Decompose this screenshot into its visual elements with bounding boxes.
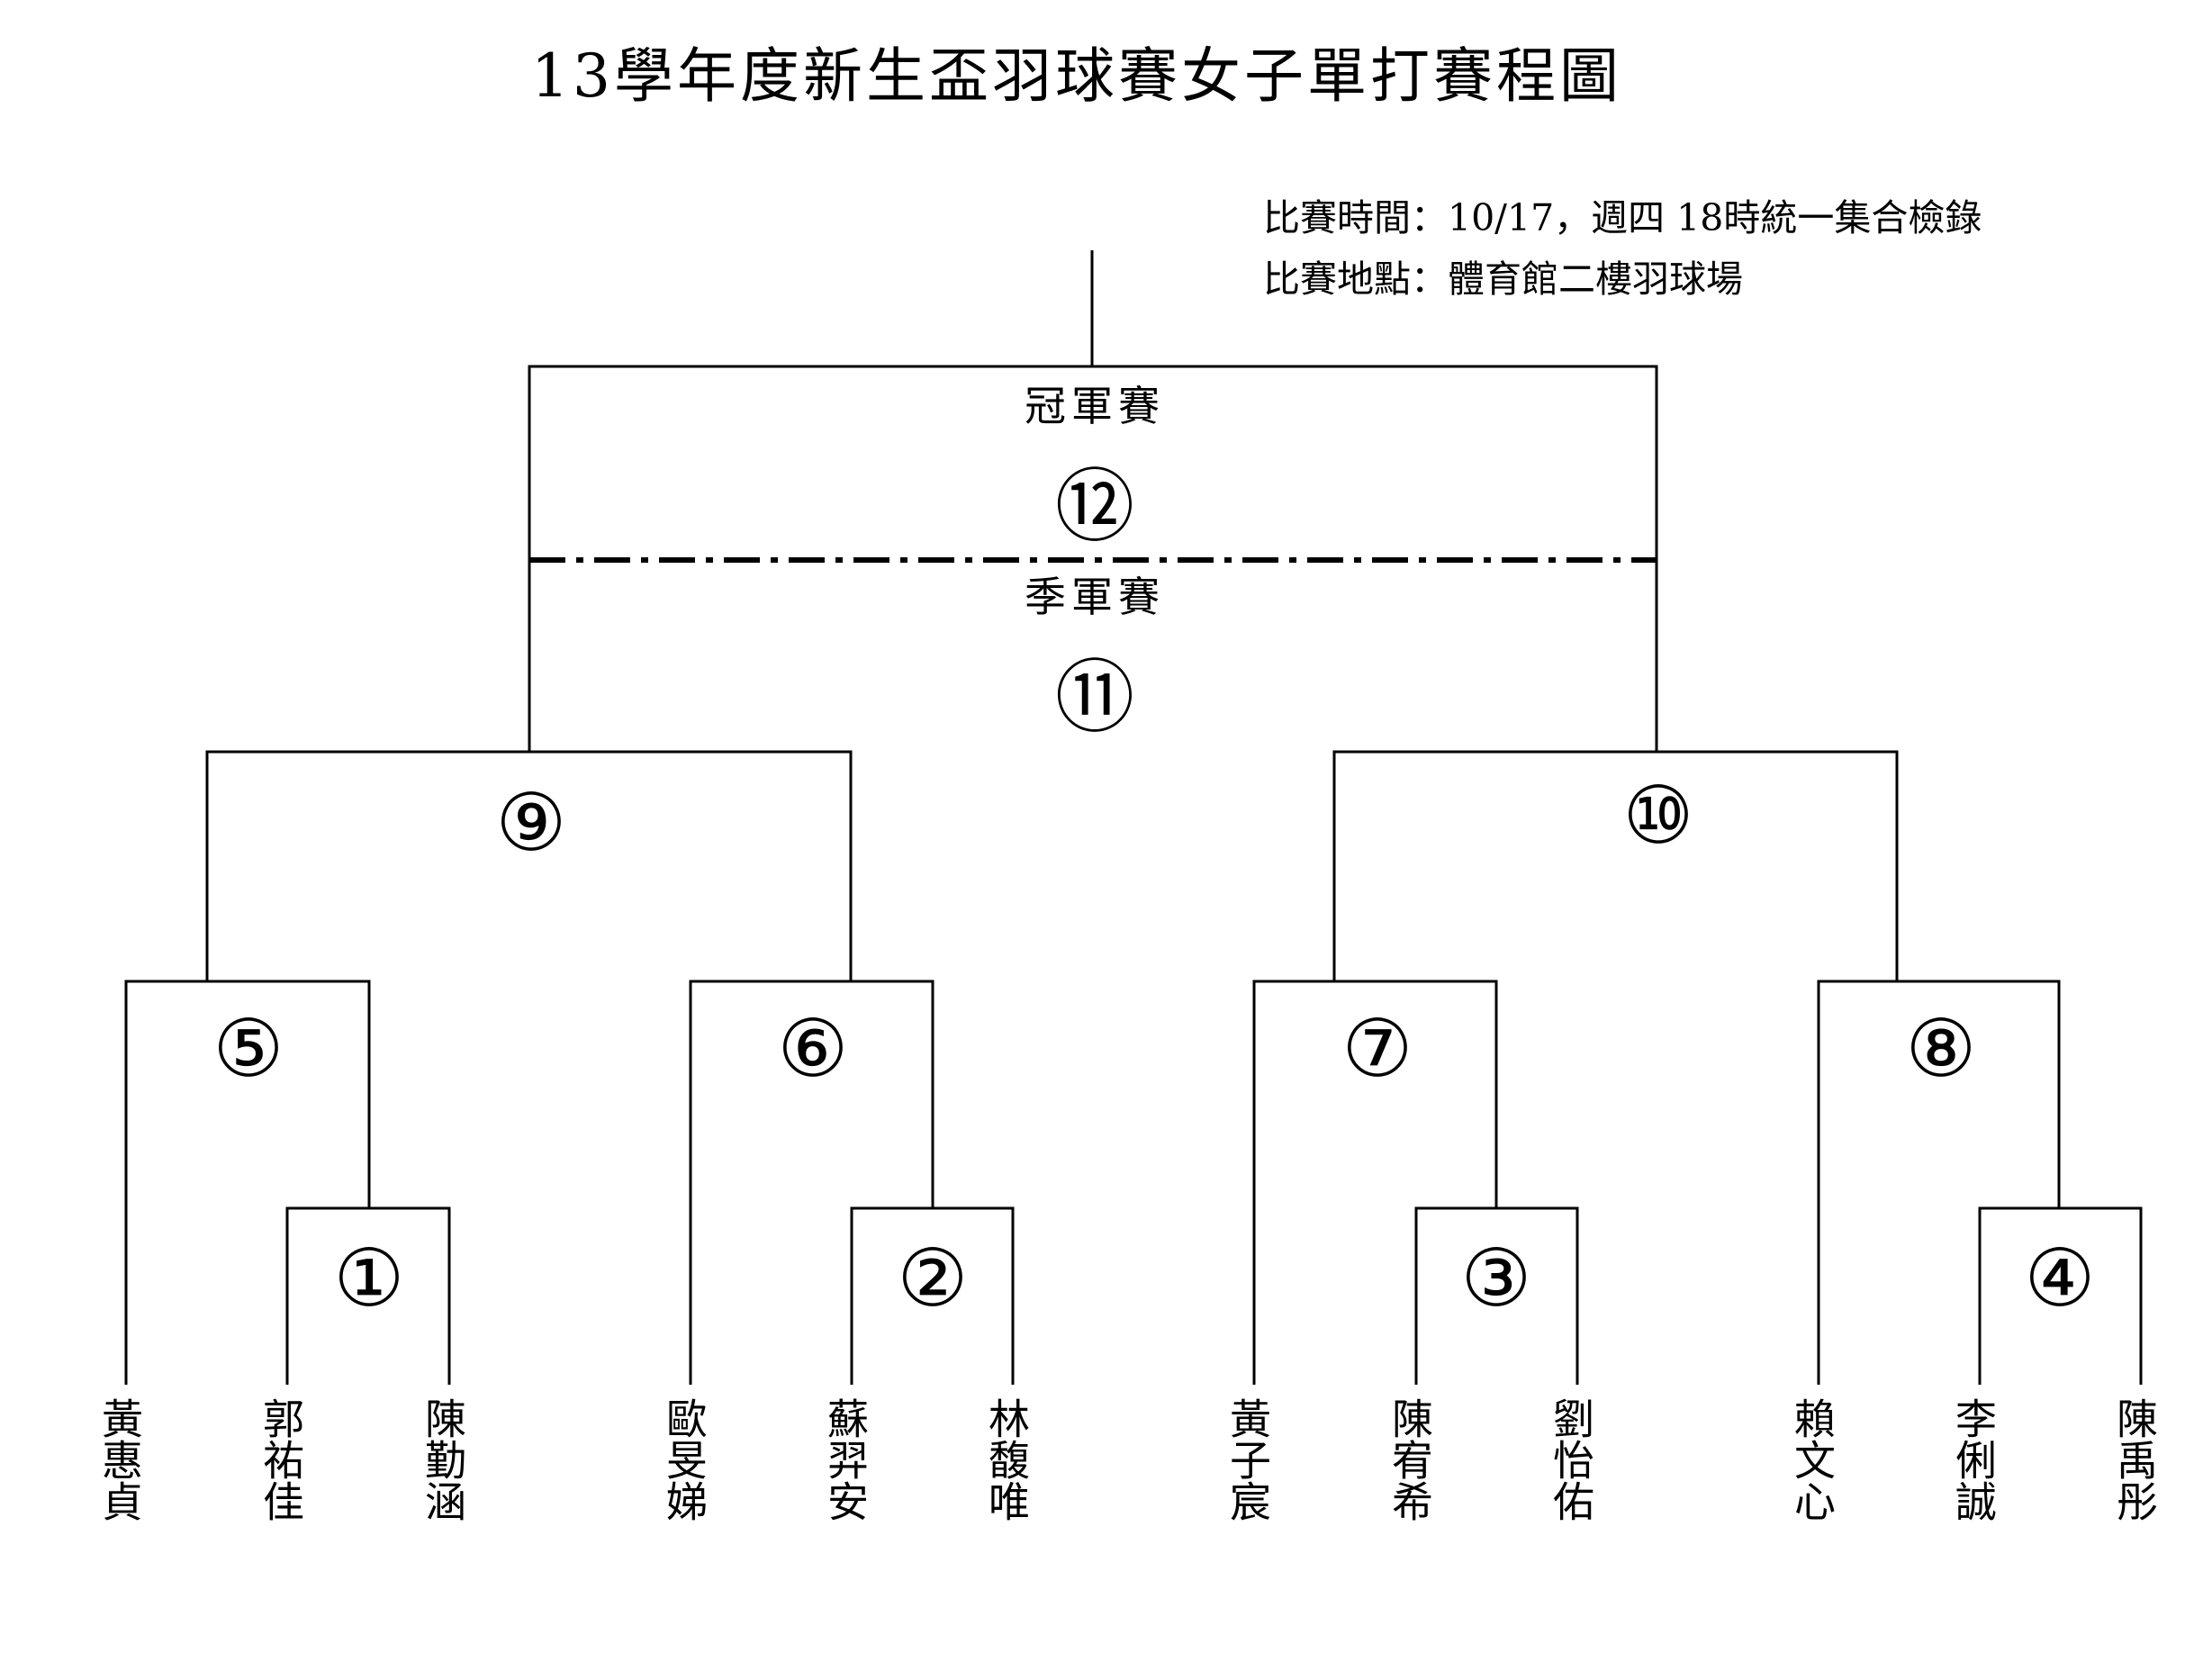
match-7-number: ⑦ (1341, 1002, 1413, 1095)
player-name: 劉怡佑 (1547, 1397, 1595, 1522)
match-1-lines (285, 1206, 451, 1385)
match-time-info: 比賽時間：10/17，週四 18時統一集合檢錄 (1263, 196, 1982, 239)
match-8-number: ⑧ (1905, 1002, 1977, 1095)
match-place-info: 比賽地點：體育館二樓羽球場 (1263, 257, 1743, 301)
match-6-number: ⑥ (777, 1002, 849, 1095)
player-name: 李俐誠 (1949, 1397, 1998, 1522)
match-6-lines (689, 980, 934, 1385)
page-title: 13學年度新生盃羽球賽女子單打賽程圖 (531, 41, 1622, 111)
match-12-number: ⑫ (1054, 460, 1135, 553)
match-9-lines (205, 750, 853, 981)
match-7-lines (1252, 980, 1498, 1385)
player-name: 黃惠貞 (95, 1397, 144, 1522)
player-name: 黃子宸 (1223, 1397, 1272, 1522)
player-name: 陳禹彤 (2110, 1397, 2159, 1522)
match-3-lines (1414, 1206, 1579, 1385)
player-name: 郭祐佳 (257, 1397, 305, 1522)
player-name: 賴文心 (1788, 1397, 1837, 1522)
match-11-number: ⑪ (1054, 651, 1135, 744)
player-name: 蘇羿安 (821, 1397, 870, 1522)
final-label: 冠軍賽 (1025, 382, 1165, 430)
match-4-number: ④ (2024, 1232, 2096, 1324)
match-5-lines (124, 980, 371, 1385)
match-1-number: ① (333, 1232, 405, 1324)
match-3-number: ③ (1460, 1232, 1532, 1324)
match-9-number: ⑨ (495, 776, 567, 869)
match-8-lines (1817, 980, 2061, 1385)
player-name: 歐旻娣 (660, 1397, 709, 1522)
match-10-number: ⑩ (1622, 769, 1694, 862)
match-2-lines (850, 1206, 1015, 1385)
match-10-lines (1332, 750, 1899, 981)
match-4-lines (1978, 1206, 2143, 1385)
player-name: 陳勤涵 (419, 1397, 467, 1522)
player-name: 林馥唯 (982, 1397, 1031, 1522)
player-name: 陳宥希 (1386, 1397, 1434, 1522)
third-place-label: 季軍賽 (1025, 573, 1165, 621)
match-2-number: ② (897, 1232, 969, 1324)
match-5-number: ⑤ (212, 1002, 284, 1095)
